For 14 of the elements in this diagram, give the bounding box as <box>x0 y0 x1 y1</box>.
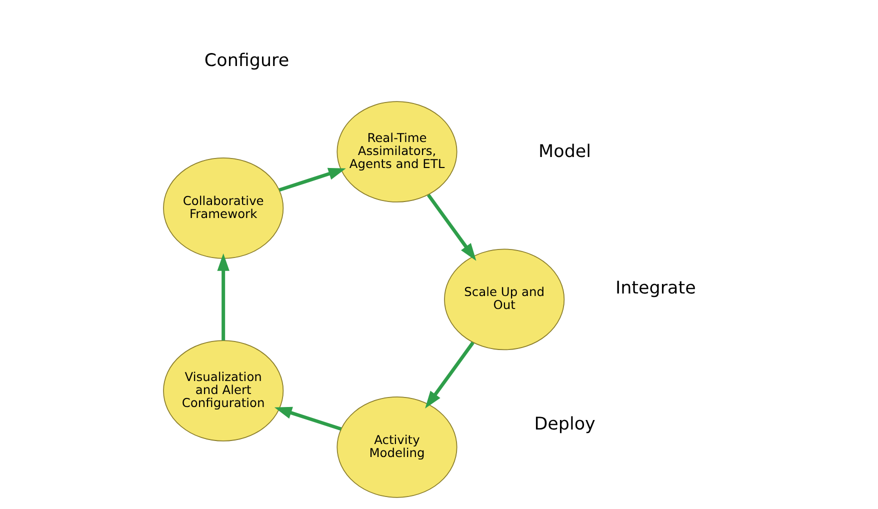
arrow <box>426 194 476 261</box>
node-ellipse: Scale Up and Out <box>444 248 564 350</box>
label: Deploy <box>534 414 595 435</box>
label: Model <box>538 142 591 162</box>
node-ellipse: Collaborative Framework <box>162 158 284 259</box>
node-ellipse: Visualization and Alert Configuration <box>162 340 284 442</box>
arrow <box>278 168 346 192</box>
node-ellipse: Activity Modeling <box>336 396 457 498</box>
label: Configure <box>204 51 289 72</box>
arrow <box>274 406 342 431</box>
arrow <box>424 342 474 409</box>
arrow <box>216 253 229 340</box>
label: Integrate <box>614 278 696 298</box>
node-ellipse: Real-Time Assimilators, Agents and ETL <box>336 101 457 202</box>
